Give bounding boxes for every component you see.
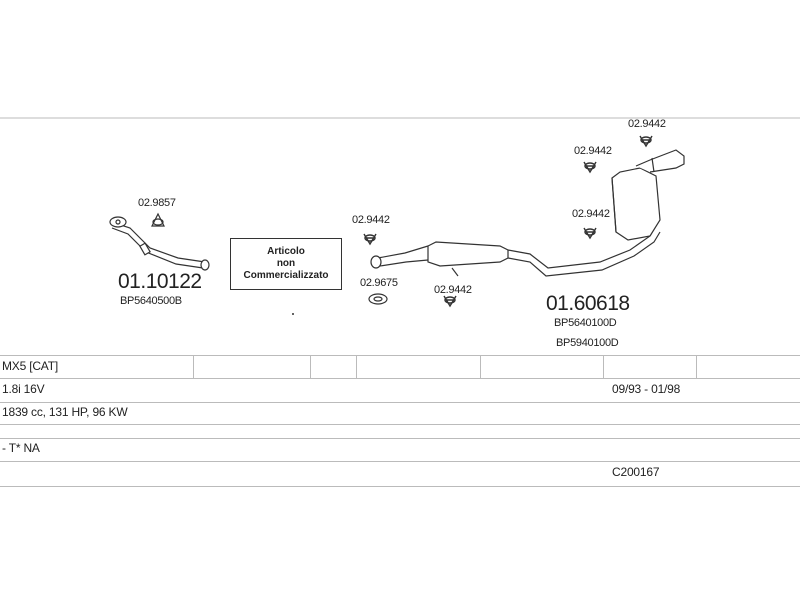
catalog-code-cell: C200167 — [612, 465, 660, 479]
table-line — [0, 355, 800, 356]
front-pipe-code: 01.10122 — [118, 270, 202, 293]
rear-silencer-ref-2: BP5940100D — [556, 337, 619, 349]
front-pipe-drawing — [109, 216, 210, 271]
table-divider — [310, 356, 311, 378]
table-divider — [603, 356, 604, 378]
notice-line-1: Articolo — [267, 246, 305, 257]
rear-silencer-code: 01.60618 — [546, 292, 630, 315]
table-divider — [193, 356, 194, 378]
center-clamp-1-code: 02.9442 — [352, 214, 390, 226]
center-gasket-code: 02.9675 — [360, 277, 398, 289]
front-pipe-ref: BP5640500B — [120, 295, 182, 307]
specs-cell: 1839 cc, 131 HP, 96 KW — [2, 405, 128, 419]
table-divider — [356, 356, 357, 378]
table-line — [0, 424, 800, 425]
table-line — [0, 486, 800, 487]
center-gasket-drawing — [368, 293, 388, 305]
clamp-drawings — [363, 135, 653, 308]
table-line — [0, 378, 800, 379]
center-pipe-drawing — [370, 225, 661, 277]
table-line — [0, 461, 800, 462]
rear-clamp-1-code: 02.9442 — [628, 118, 666, 130]
table-line — [0, 438, 800, 439]
notice-line-2: non — [276, 258, 296, 269]
rear-clamp-3-code: 02.9442 — [572, 208, 610, 220]
model-cell: MX5 [CAT] — [2, 359, 58, 373]
rear-silencer-ref-1: BP5640100D — [554, 317, 617, 329]
front-gasket-code: 02.9857 — [138, 197, 176, 209]
table-divider — [696, 356, 697, 378]
note-cell: - T* NA — [2, 441, 40, 455]
center-clamp-2-code: 02.9442 — [434, 284, 472, 296]
rear-silencer-drawing — [611, 149, 685, 241]
stray-dot — [292, 313, 294, 315]
engine-cell: 1.8i 16V — [2, 382, 45, 396]
front-gasket-drawing — [151, 212, 165, 227]
table-line — [0, 402, 800, 403]
not-sold-notice: Articolo non Commercializzato — [230, 238, 342, 290]
years-cell: 09/93 - 01/98 — [612, 382, 681, 396]
rear-clamp-2-code: 02.9442 — [574, 145, 612, 157]
notice-line-3: Commercializzato — [243, 270, 329, 281]
table-divider — [480, 356, 481, 378]
